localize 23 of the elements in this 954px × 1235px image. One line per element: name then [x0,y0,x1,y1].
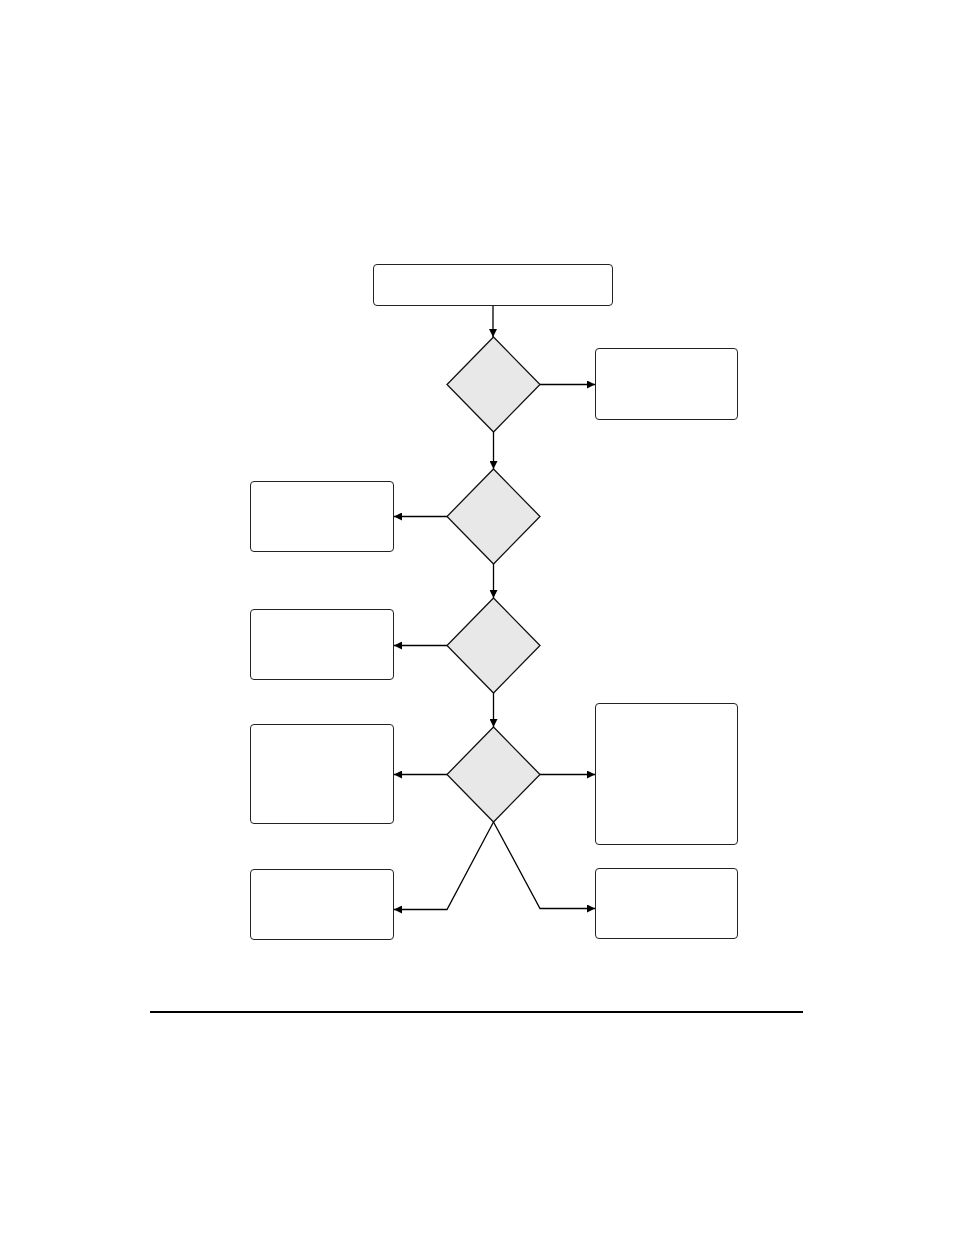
decision-diamond [447,337,540,432]
arrow [489,563,498,599]
arrow [539,770,596,779]
decision-diamond [447,598,540,693]
arrow [393,770,448,779]
process-box [250,869,394,940]
process-box [595,348,738,420]
decision-diamond [447,727,540,822]
process-box [373,264,613,306]
process-box [250,481,394,552]
arrow [393,641,448,650]
process-box [595,868,738,939]
arrow [489,692,498,728]
arrow [492,821,596,913]
arrow [489,431,498,470]
decision-diamond [447,469,540,564]
arrow [489,305,497,338]
arrow [539,380,596,389]
process-box [595,703,738,845]
arrow [393,821,495,914]
arrow [393,512,448,521]
process-box [250,609,394,680]
process-box [250,724,394,824]
